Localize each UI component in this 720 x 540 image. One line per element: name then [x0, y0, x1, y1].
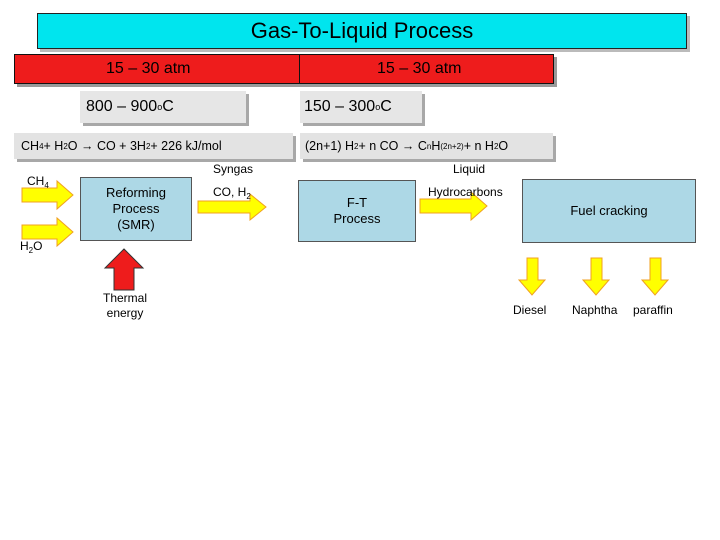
- product-paraffin: paraffin: [633, 303, 673, 317]
- temperature-unit: C: [162, 98, 174, 115]
- yellow-arrow-right: [21, 179, 74, 211]
- fuel-cracking-box: Fuel cracking: [522, 179, 696, 243]
- diagram-title: Gas-To-Liquid Process: [37, 13, 687, 49]
- yellow-arrow-down: [517, 257, 547, 296]
- yellow-arrow-right: [419, 190, 488, 222]
- label-hydrocarbons: Hydrocarbons: [428, 185, 503, 199]
- label-h2o: H2O: [20, 239, 42, 255]
- label-thermal-energy: Thermal energy: [102, 291, 147, 320]
- pressure-left: 15 – 30 atm: [106, 60, 191, 77]
- product-diesel: Diesel: [513, 303, 547, 317]
- label-h2o-tail: O: [33, 239, 43, 253]
- title-text: Gas-To-Liquid Process: [250, 18, 474, 43]
- label-liquid: Liquid: [453, 162, 486, 176]
- eq-part: O: [498, 139, 509, 153]
- yellow-arrow-right: [197, 192, 267, 222]
- degree-symbol: o: [375, 102, 381, 112]
- yellow-arrow-right: [21, 216, 74, 248]
- pressure-divider: [299, 55, 300, 83]
- eq-sub: n: [426, 141, 432, 151]
- label-co-h2: CO, H2: [213, 185, 251, 201]
- label-ch4-base: CH: [27, 174, 45, 188]
- degree-symbol: o: [157, 102, 163, 112]
- eq-sub: (2n+2): [440, 141, 464, 151]
- label-ch4: CH4: [27, 174, 49, 190]
- temperature-right-value: 150 – 300: [304, 98, 376, 115]
- label-h2o-sub: 2: [28, 246, 34, 255]
- label-ch4-sub: 4: [44, 181, 49, 190]
- fuel-cracking-label: Fuel cracking: [570, 203, 648, 218]
- eq-part: + n CO → C: [358, 139, 427, 153]
- eq-sub: 2: [145, 141, 151, 151]
- yellow-arrow-down: [581, 257, 611, 296]
- label-co-h2-sub: 2: [246, 192, 251, 201]
- eq-part: + H: [43, 139, 64, 153]
- eq-sub: 4: [39, 141, 44, 151]
- eq-sub: 2: [353, 141, 359, 151]
- eq-sub: 2: [493, 141, 499, 151]
- label-h2o-base: H: [20, 239, 29, 253]
- eq-part: CH: [21, 139, 40, 153]
- reforming-process-box: Reforming Process (SMR): [80, 177, 192, 241]
- pressure-bar: 15 – 30 atm 15 – 30 atm: [14, 54, 554, 84]
- eq-part: H: [431, 139, 441, 153]
- product-naphtha: Naphtha: [572, 303, 618, 317]
- eq-sub: 2: [63, 141, 68, 151]
- eq-part: + 226 kJ/mol: [150, 139, 222, 153]
- pressure-right: 15 – 30 atm: [377, 60, 462, 77]
- yellow-arrow-down: [640, 257, 670, 296]
- eq-part: + n H: [463, 139, 494, 153]
- label-syngas: Syngas: [213, 162, 254, 176]
- temperature-unit: C: [380, 98, 392, 115]
- eq-part: (2n+1) H: [305, 139, 354, 153]
- ft-process-label: F-T Process: [333, 195, 381, 226]
- reforming-process-label: Reforming Process (SMR): [106, 185, 166, 232]
- ft-process-box: F-T Process: [298, 180, 416, 242]
- eq-part: O → CO + 3H: [67, 139, 146, 153]
- label-co-h2-base: CO, H: [213, 185, 247, 199]
- temperature-left-value: 800 – 900: [86, 98, 158, 115]
- red-arrow-up: [103, 248, 145, 291]
